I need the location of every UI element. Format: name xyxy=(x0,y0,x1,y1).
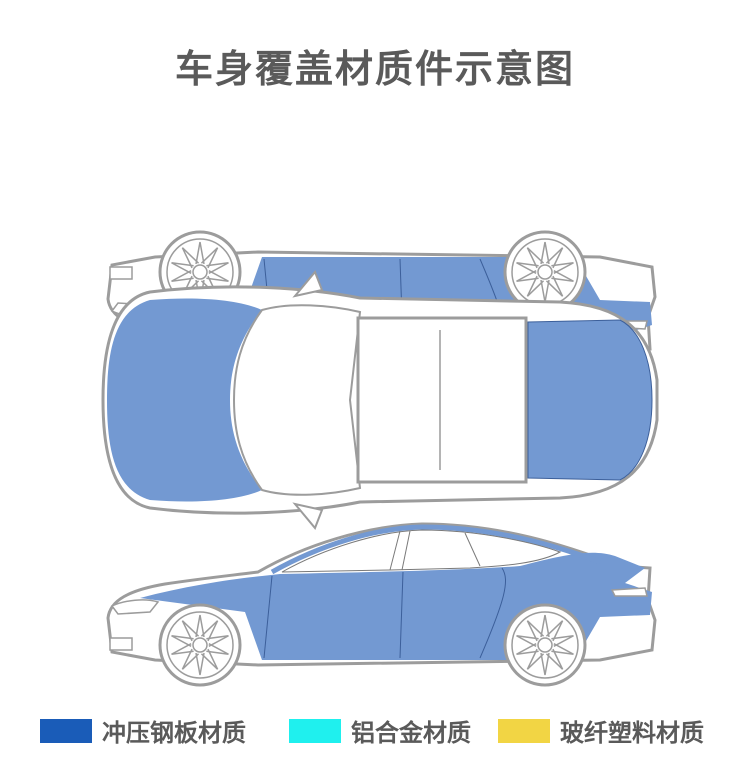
legend-item-fiberglass: 玻纤塑料材质 xyxy=(498,713,704,748)
legend-swatch xyxy=(498,718,550,743)
legend-item-stamped-steel: 冲压钢板材质 xyxy=(40,713,246,748)
legend-label: 玻纤塑料材质 xyxy=(560,719,704,747)
car-side-view xyxy=(108,524,655,685)
legend-label: 冲压钢板材质 xyxy=(102,719,246,747)
legend-swatch xyxy=(289,718,341,743)
car-top-view xyxy=(101,270,659,530)
diagram-title: 车身覆盖材质件示意图 xyxy=(174,47,575,91)
legend-label: 铝合金材质 xyxy=(351,719,471,747)
legend-swatch xyxy=(40,718,92,743)
legend: 冲压钢板材质 铝合金材质 玻纤塑料材质 xyxy=(40,713,740,749)
legend-item-aluminum: 铝合金材质 xyxy=(289,713,471,748)
